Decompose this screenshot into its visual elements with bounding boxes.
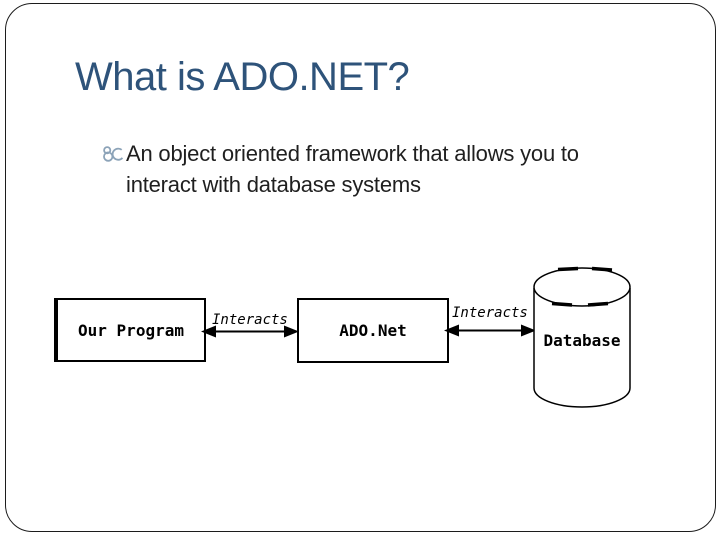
bullet-text-line-1: An object oriented framework that allows… bbox=[126, 141, 579, 166]
double-arrow-icon bbox=[201, 322, 299, 345]
database-cylinder-icon bbox=[531, 265, 633, 415]
database-label: Database bbox=[543, 331, 621, 350]
bullet-text: An object oriented framework that allows… bbox=[126, 138, 579, 200]
diagram-box-ado-net: ADO.Net bbox=[297, 298, 449, 363]
slide-title: What is ADO.NET? bbox=[75, 55, 410, 99]
bullet-item: An object oriented framework that allows… bbox=[101, 138, 579, 200]
left-interaction-label: Interacts bbox=[212, 312, 288, 328]
decorative-bullet-icon bbox=[101, 145, 125, 167]
double-arrow-icon bbox=[444, 321, 536, 344]
diagram-box-our-program: Our Program bbox=[54, 298, 206, 362]
diagram-box-our-program-label: Our Program bbox=[78, 320, 184, 340]
diagram-box-ado-net-label: ADO.Net bbox=[339, 321, 407, 340]
bullet-text-line-2: interact with database systems bbox=[126, 172, 421, 197]
right-interaction-label: Interacts bbox=[452, 305, 528, 321]
